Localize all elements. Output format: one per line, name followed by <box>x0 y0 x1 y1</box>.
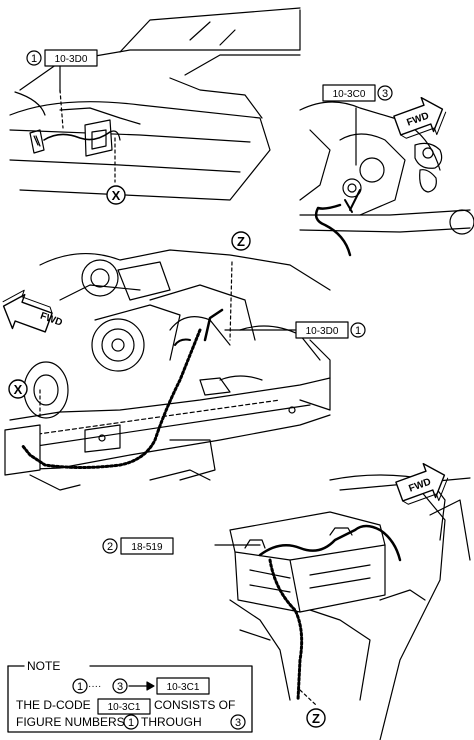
note-line2-code: 10-3C1 <box>108 702 141 713</box>
callout-top-left: 1 10-3D0 <box>26 49 98 93</box>
callout-number: 1 <box>31 53 37 65</box>
note-range-to: 3 <box>117 681 123 693</box>
battery-area-illustration <box>214 474 471 740</box>
callout-number: 1 <box>355 325 361 337</box>
note-line3-b: THROUGH <box>141 715 202 729</box>
note-title: NOTE <box>27 659 60 673</box>
callout-middle: 10-3D0 1 <box>295 321 366 339</box>
callout-code: 18-519 <box>131 542 163 553</box>
callout-number: 3 <box>382 88 388 100</box>
fwd-arrow-top-right: FWD <box>393 96 447 139</box>
callout-code: 10-3C0 <box>333 89 366 100</box>
engine-compartment-illustration <box>4 249 331 491</box>
note-range-dots: ···· <box>88 681 101 692</box>
fwd-arrow-middle-left: FWD <box>2 289 64 333</box>
marker-letter: Z <box>237 234 245 249</box>
marker-z-mid: Z <box>231 231 251 251</box>
note-range-code: 10-3C1 <box>167 682 200 693</box>
marker-letter: X <box>112 188 121 203</box>
marker-letter: Z <box>312 711 320 726</box>
marker-x-top: X <box>106 185 126 205</box>
marker-z-bottom: Z <box>306 708 326 728</box>
marker-letter: X <box>14 382 23 397</box>
callout-code: 10-3D0 <box>306 326 339 337</box>
note-line3-a: FIGURE NUMBERS <box>16 715 125 729</box>
note-range-from: 1 <box>77 681 83 693</box>
note-line2-a: THE D-CODE <box>16 698 91 712</box>
rear-bumper-illustration <box>9 7 301 201</box>
engine-detail-illustration <box>299 101 474 257</box>
note-box: NOTE 1 ···· 3 10-3C1 THE D-CODE 10-3C1 C… <box>7 659 253 733</box>
note-line3-n2: 3 <box>235 717 241 729</box>
callout-top-right: 10-3C0 3 <box>322 84 393 102</box>
callout-number: 2 <box>107 541 113 553</box>
note-line3-n1: 1 <box>128 717 134 729</box>
callout-bottom: 2 18-519 <box>102 537 174 555</box>
note-line2-b: CONSISTS OF <box>154 698 235 712</box>
fwd-arrow-bottom-right: FWD <box>395 462 449 505</box>
marker-x-mid: X <box>8 379 28 399</box>
callout-code: 10-3D0 <box>55 54 88 65</box>
